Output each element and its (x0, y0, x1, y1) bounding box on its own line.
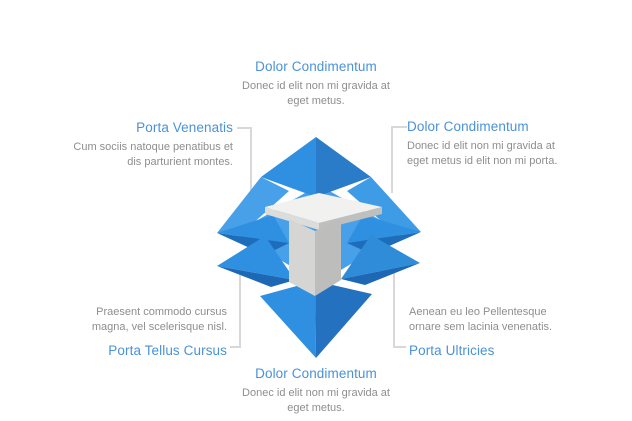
connector-bottom-left-vertical (239, 265, 241, 348)
label-block-top-left: Porta Venenatis Cum sociis natoque penat… (73, 120, 233, 170)
cube-slab-left-edge-face (265, 207, 319, 230)
block-bottom-right-body: Aenean eu leo Pellentesque ornare sem la… (409, 306, 553, 333)
block-top-title: Dolor Condimentum (255, 59, 377, 74)
block-top-right-title: Dolor Condimentum (407, 119, 529, 134)
arrow-down-left-face (260, 281, 316, 358)
arrow-right-top-face (347, 215, 421, 243)
arrow-up-right-face (316, 137, 371, 197)
block-top-left-body: Cum sociis natoque penatibus et dis part… (73, 141, 233, 168)
block-bottom-left-title: Porta Tellus Cursus (108, 343, 227, 358)
cube-column-left-face (289, 219, 315, 296)
connector-top-right-horizontal (391, 126, 407, 128)
label-block-bottom-left: Praesent commodo cursus magna, vel scele… (92, 301, 227, 359)
connector-top-left-horizontal (237, 127, 252, 129)
connector-top-right-vertical (391, 126, 393, 193)
label-block-bottom-right: Aenean eu leo Pellentesque ornare sem la… (409, 301, 552, 359)
connector-bottom-left-horizontal (230, 346, 241, 348)
cube-arrows-illustration-icon (217, 137, 421, 358)
block-top-body: Donec id elit non mi gravida at eget met… (242, 80, 390, 107)
cube-top-face (265, 193, 382, 223)
arrow-lower-right-face (341, 235, 420, 279)
block-bottom-body: Donec id elit non mi gravida at eget met… (242, 387, 390, 414)
block-bottom-right-title: Porta Ultricies (409, 343, 495, 358)
block-top-right-body: Donec id elit non mi gravida at eget met… (407, 140, 558, 167)
arrow-down-right-face (315, 281, 372, 358)
connector-top-left-vertical (250, 127, 252, 193)
connector-bottom-right-vertical (393, 265, 395, 348)
label-block-bottom: Dolor Condimentum Donec id elit non mi g… (242, 366, 390, 416)
arrow-lower-right-shadow-face (341, 263, 420, 285)
arrow-left-top-face (217, 215, 289, 243)
block-bottom-left-body: Praesent commodo cursus magna, vel scele… (91, 306, 227, 333)
block-bottom-title: Dolor Condimentum (255, 366, 377, 381)
plate-top-left-face (217, 177, 289, 233)
arrow-lower-left-face (217, 236, 295, 280)
plate-top-right-face (347, 177, 421, 232)
arrow-lower-left-shadow-face (217, 266, 295, 287)
arrow-up-left-face (261, 137, 316, 197)
connector-bottom-right-horizontal (393, 346, 406, 348)
label-block-top: Dolor Condimentum Donec id elit non mi g… (242, 59, 390, 109)
label-block-top-right: Dolor Condimentum Donec id elit non mi g… (407, 119, 557, 169)
block-top-left-title: Porta Venenatis (136, 120, 233, 135)
cube-column-right-face (315, 219, 341, 296)
